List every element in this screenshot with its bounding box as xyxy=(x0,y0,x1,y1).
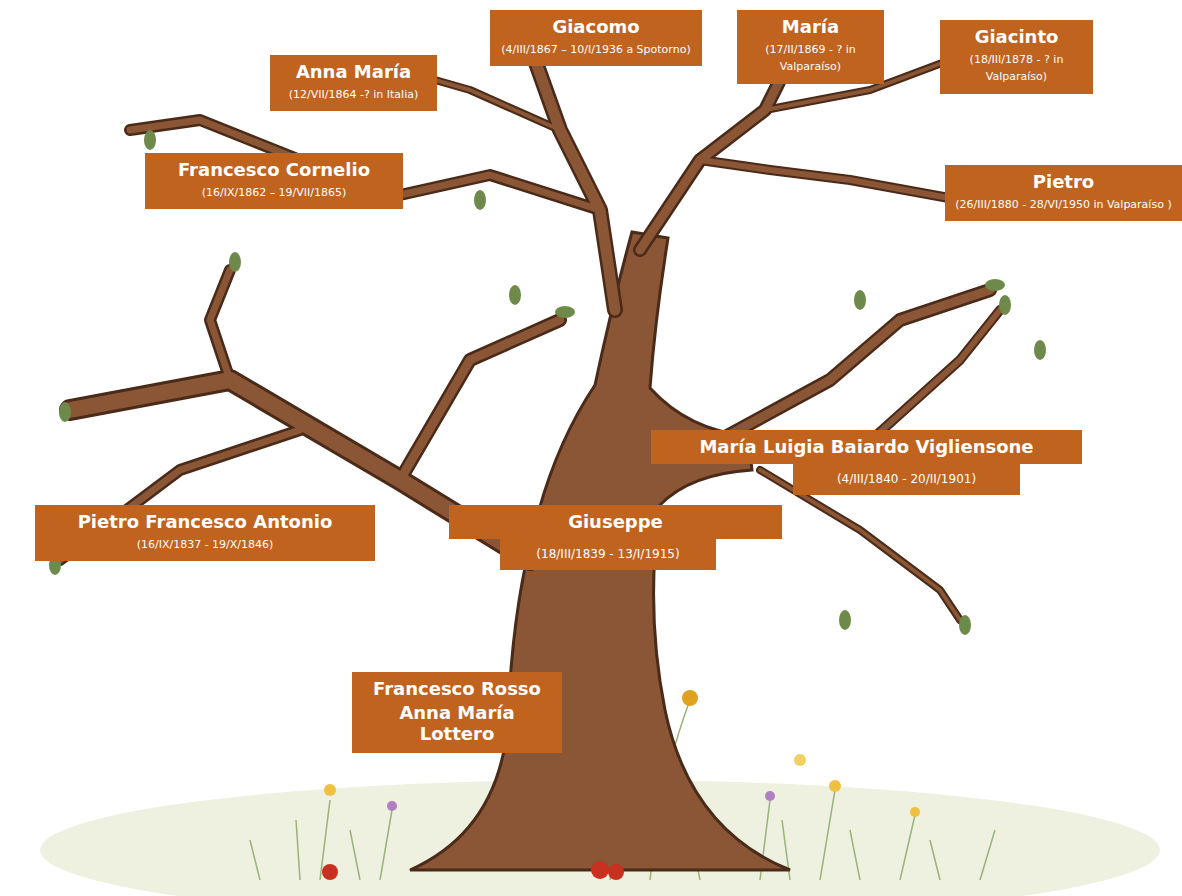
person-box: María (17/II/1869 - ? in Valparaíso) xyxy=(737,10,884,84)
fruits xyxy=(322,861,624,880)
tree-trunk xyxy=(410,232,790,870)
life-dates: (17/II/1869 - ? in Valparaíso) xyxy=(745,41,876,76)
life-dates: (4/III/1867 – 10/I/1936 a Spotorno) xyxy=(498,41,694,59)
person-box: Pietro (26/III/1880 - 28/VI/1950 in Valpa… xyxy=(945,165,1182,221)
person-name: Anna María xyxy=(278,61,429,83)
person-name: María Luigia Baiardo Vigliensone xyxy=(651,430,1082,464)
life-dates: (26/III/1880 - 28/VI/1950 in Valparaíso … xyxy=(953,196,1174,214)
life-dates: (18/III/1878 - ? in Valparaíso) xyxy=(948,51,1085,86)
person-name: Giacinto xyxy=(948,26,1085,48)
person-name: Francesco Rosso xyxy=(360,678,554,700)
person-name: Pietro Francesco Antonio xyxy=(43,511,367,533)
person-box: Giacomo (4/III/1867 – 10/I/1936 a Spotorn… xyxy=(490,10,702,66)
person-box: Anna María (12/VII/1864 -? in Italia) xyxy=(270,55,437,111)
person-name: Giuseppe xyxy=(449,505,782,539)
person-box: Francesco Cornelio (16/IX/1862 – 19/VII/1… xyxy=(145,153,403,209)
person-box: Francesco RossoAnna María Lottero xyxy=(352,672,562,753)
life-dates: (18/III/1839 - 13/I/1915) xyxy=(500,539,716,570)
person-name: María xyxy=(745,16,876,38)
life-dates: (16/IX/1862 – 19/VII/1865) xyxy=(153,184,395,202)
person-name: Francesco Cornelio xyxy=(153,159,395,181)
life-dates: (4/III/1840 - 20/II/1901) xyxy=(793,464,1020,495)
person-box: Giuseppe(18/III/1839 - 13/I/1915) xyxy=(449,505,782,570)
person-name: Giacomo xyxy=(498,16,694,38)
person-box: Giacinto (18/III/1878 - ? in Valparaíso) xyxy=(940,20,1093,94)
life-dates: (16/IX/1837 - 19/X/1846) xyxy=(43,536,367,554)
life-dates: (12/VII/1864 -? in Italia) xyxy=(278,86,429,104)
person-box: María Luigia Baiardo Vigliensone(4/III/1… xyxy=(651,430,1082,495)
person-box: Pietro Francesco Antonio (16/IX/1837 - 19… xyxy=(35,505,375,561)
person-name: Pietro xyxy=(953,171,1174,193)
person-name: Anna María Lottero xyxy=(360,702,554,745)
